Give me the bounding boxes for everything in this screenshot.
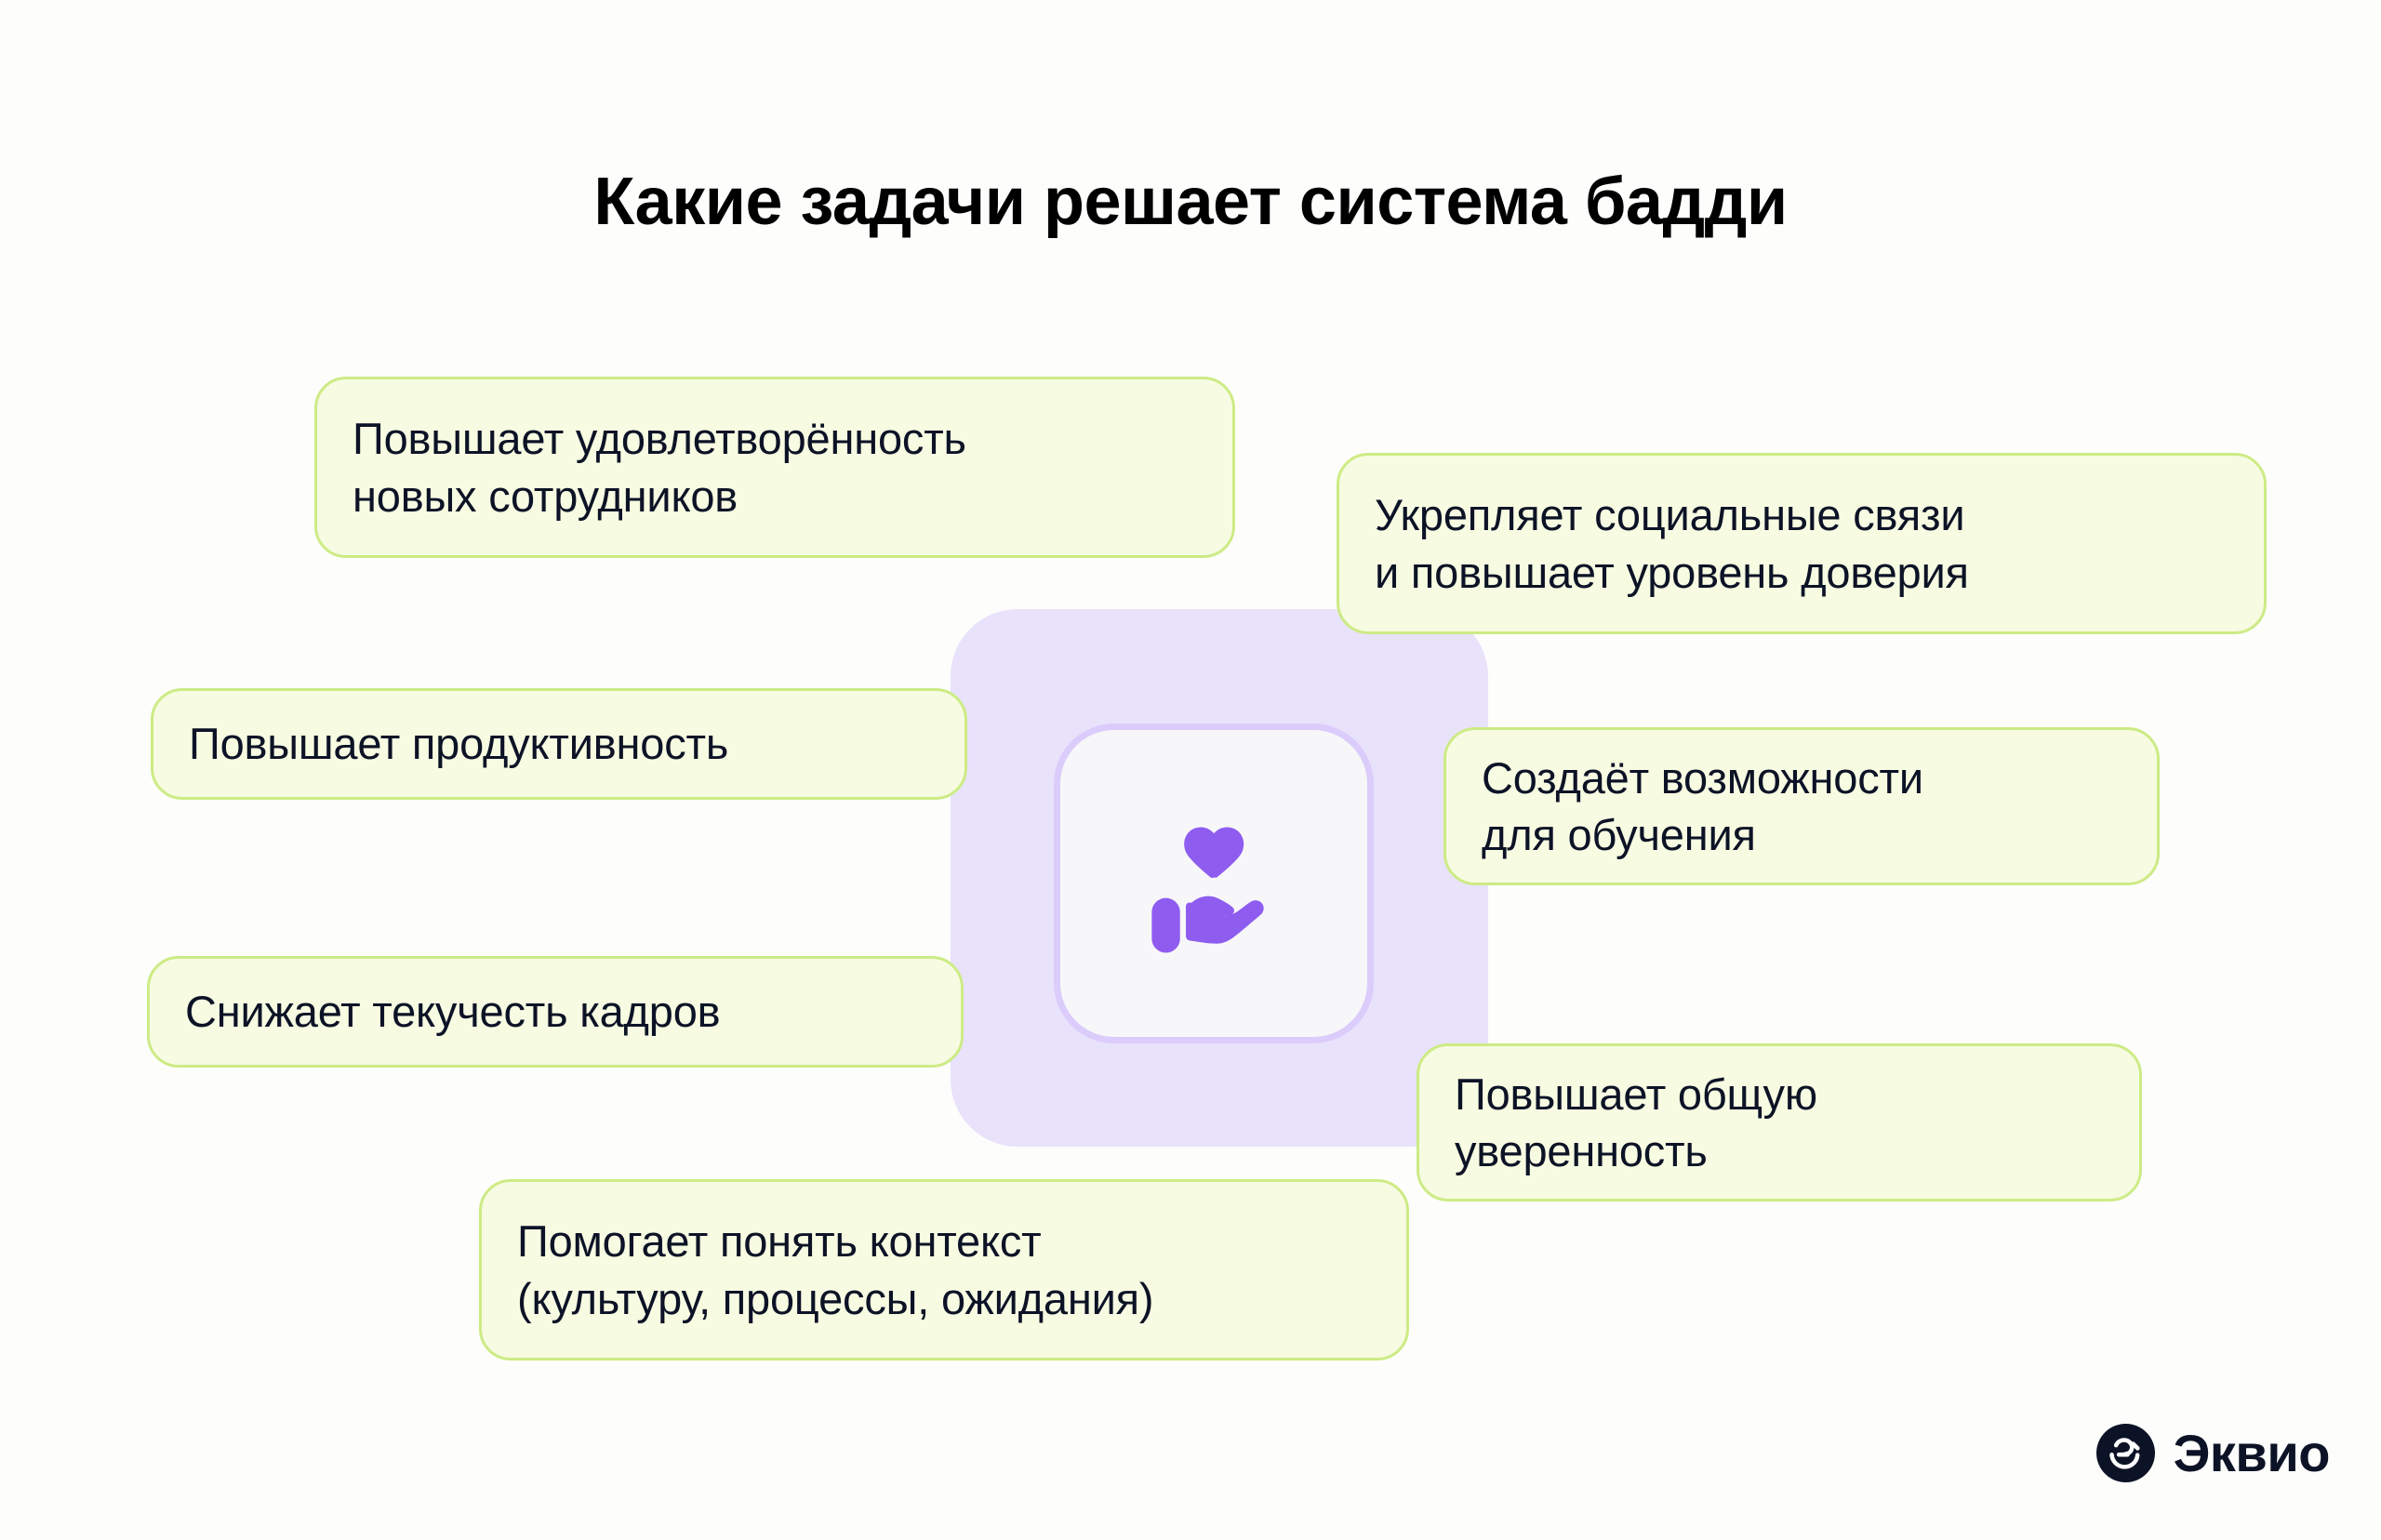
info-card-turnover: Снижает текучесть кадров [147,956,964,1068]
page-title: Какие задачи решает система бадди [593,165,1788,240]
info-card-label: Повышает продуктивность [189,719,729,769]
info-card-label: Снижает текучесть кадров [185,987,721,1037]
info-card-social-ties: Укрепляет социальные связи и повышает ур… [1337,453,2267,634]
info-card-productivity: Повышает продуктивность [151,688,967,800]
brand-logo: Эквио [2095,1423,2331,1482]
info-card-confidence: Повышает общую уверенность [1417,1043,2142,1201]
info-card-label: Повышает общую уверенность [1455,1069,1817,1175]
info-card-satisfaction: Повышает удовлетворённость новых сотрудн… [314,377,1235,558]
brand-name: Эквио [2173,1423,2331,1482]
info-card-learning-opportunities: Создаёт возможности для обучения [1443,727,2160,885]
info-card-context: Помогает понять контекст (культуру, проц… [479,1179,1409,1361]
center-icon-card [1060,730,1367,1037]
info-card-label: Помогает понять контекст (культуру, проц… [517,1216,1154,1323]
info-card-label: Повышает удовлетворённость новых сотрудн… [352,414,966,521]
info-card-label: Создаёт возможности для обучения [1482,752,1923,859]
info-card-label: Укрепляет социальные связи и повышает ур… [1375,490,1969,597]
hand-holding-heart-icon [1151,827,1264,953]
ekvio-swirl-logo-icon [2095,1424,2155,1482]
